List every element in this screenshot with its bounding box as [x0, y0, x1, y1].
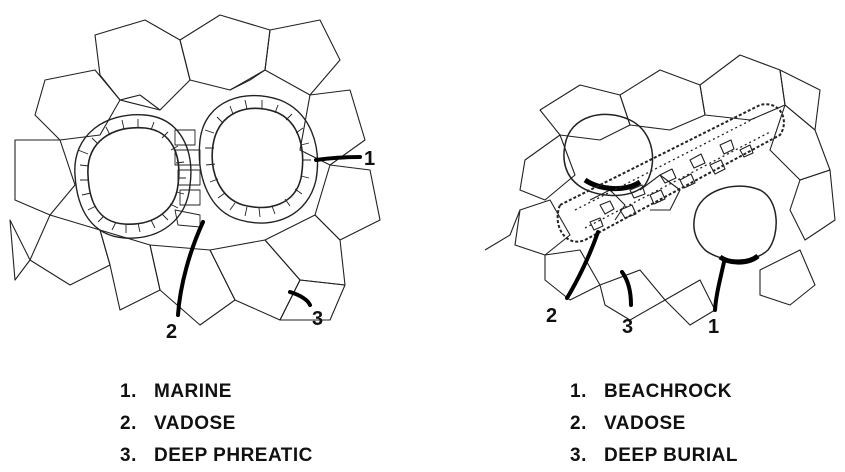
left-grain-2 — [199, 96, 317, 223]
left-legend-label: VADOSE — [154, 413, 236, 434]
right-leader-3 — [622, 272, 631, 305]
left-grain-1 — [75, 115, 191, 238]
left-legend-item: 2.VADOSE — [120, 408, 313, 440]
right-callout-3: 3 — [622, 316, 633, 338]
right-legend: 1.BEACHROCK 2.VADOSE 3.DEEP BURIAL — [570, 376, 738, 472]
left-callout-2: 2 — [166, 321, 177, 343]
right-legend-item: 3.DEEP BURIAL — [570, 440, 738, 472]
right-grain-1 — [564, 114, 653, 195]
left-legend-item: 1.MARINE — [120, 376, 313, 408]
right-legend-number: 1. — [570, 376, 604, 408]
right-legend-label: DEEP BURIAL — [604, 445, 738, 466]
left-callout-1: 1 — [364, 148, 375, 170]
right-legend-label: BEACHROCK — [604, 381, 732, 402]
right-grain-2 — [694, 186, 776, 262]
left-leader-3 — [290, 292, 310, 305]
left-leader-1 — [316, 157, 360, 160]
left-callout-3: 3 — [312, 308, 323, 330]
right-leader-1 — [715, 262, 724, 310]
left-legend-number: 3. — [120, 440, 154, 472]
left-cement-diagram — [10, 15, 380, 325]
right-legend-item: 2.VADOSE — [570, 408, 738, 440]
left-legend: 1.MARINE 2.VADOSE 3.DEEP PHREATIC — [120, 376, 313, 472]
left-legend-number: 1. — [120, 376, 154, 408]
left-leader-2 — [178, 222, 203, 315]
right-legend-number: 3. — [570, 440, 604, 472]
left-legend-item: 3.DEEP PHREATIC — [120, 440, 313, 472]
right-callout-2: 2 — [546, 305, 557, 327]
left-legend-label: DEEP PHREATIC — [154, 445, 313, 466]
right-legend-number: 2. — [570, 408, 604, 440]
right-legend-item: 1.BEACHROCK — [570, 376, 738, 408]
right-legend-label: VADOSE — [604, 413, 686, 434]
right-callout-1: 1 — [708, 316, 719, 338]
left-legend-label: MARINE — [154, 381, 232, 402]
left-rim-texture — [78, 100, 311, 233]
right-beachrock-band — [558, 104, 784, 241]
right-cement-diagram — [485, 55, 835, 325]
left-legend-number: 2. — [120, 408, 154, 440]
